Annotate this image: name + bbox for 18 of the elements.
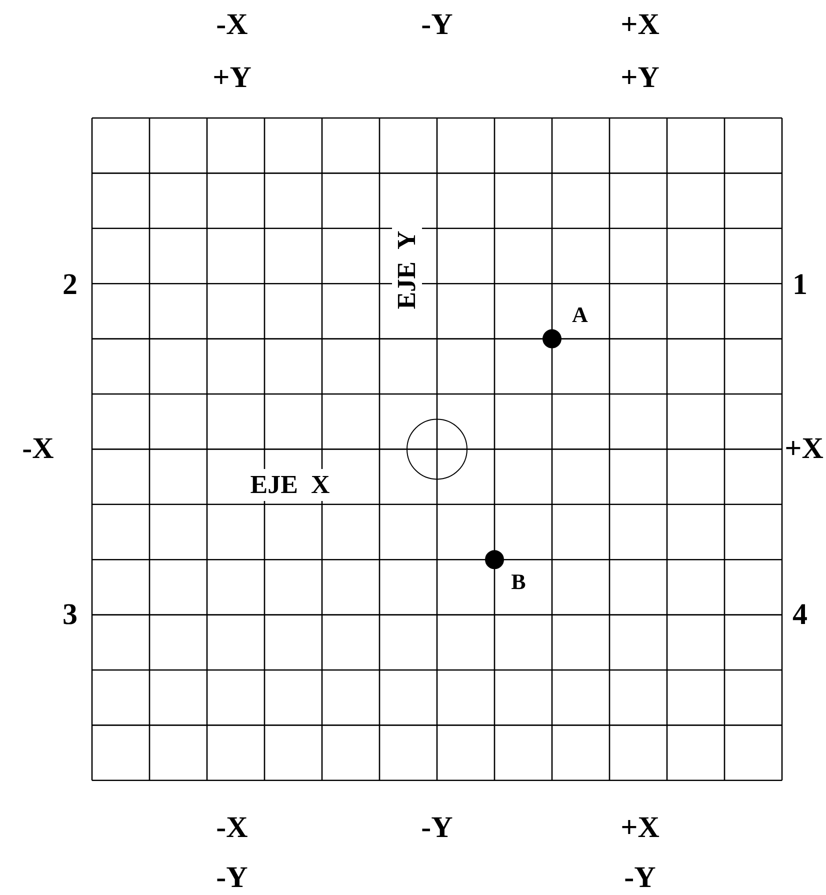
quadrant-number: 3 <box>62 600 78 630</box>
axis-sign-label: +X <box>784 434 824 464</box>
axis-sign-label: -X <box>216 813 248 843</box>
axis-sign-label: -X <box>216 10 248 40</box>
axis-sign-label: -Y <box>624 863 656 893</box>
axis-sign-label: +Y <box>212 63 252 93</box>
quadrant-number: 2 <box>62 270 78 300</box>
point-label: B <box>511 570 526 593</box>
axis-sign-label: -Y <box>421 813 453 843</box>
axis-sign-label: -X <box>22 434 54 464</box>
quadrant-number: 4 <box>792 600 808 630</box>
axis-sign-label: -Y <box>421 10 453 40</box>
point-label: A <box>572 304 588 326</box>
axis-sign-label: +X <box>620 10 660 40</box>
axis-sign-label: +X <box>620 813 660 843</box>
axis-sign-label: +Y <box>620 63 660 93</box>
axis-sign-label: -Y <box>216 863 248 893</box>
quadrant-number: 1 <box>792 270 808 300</box>
